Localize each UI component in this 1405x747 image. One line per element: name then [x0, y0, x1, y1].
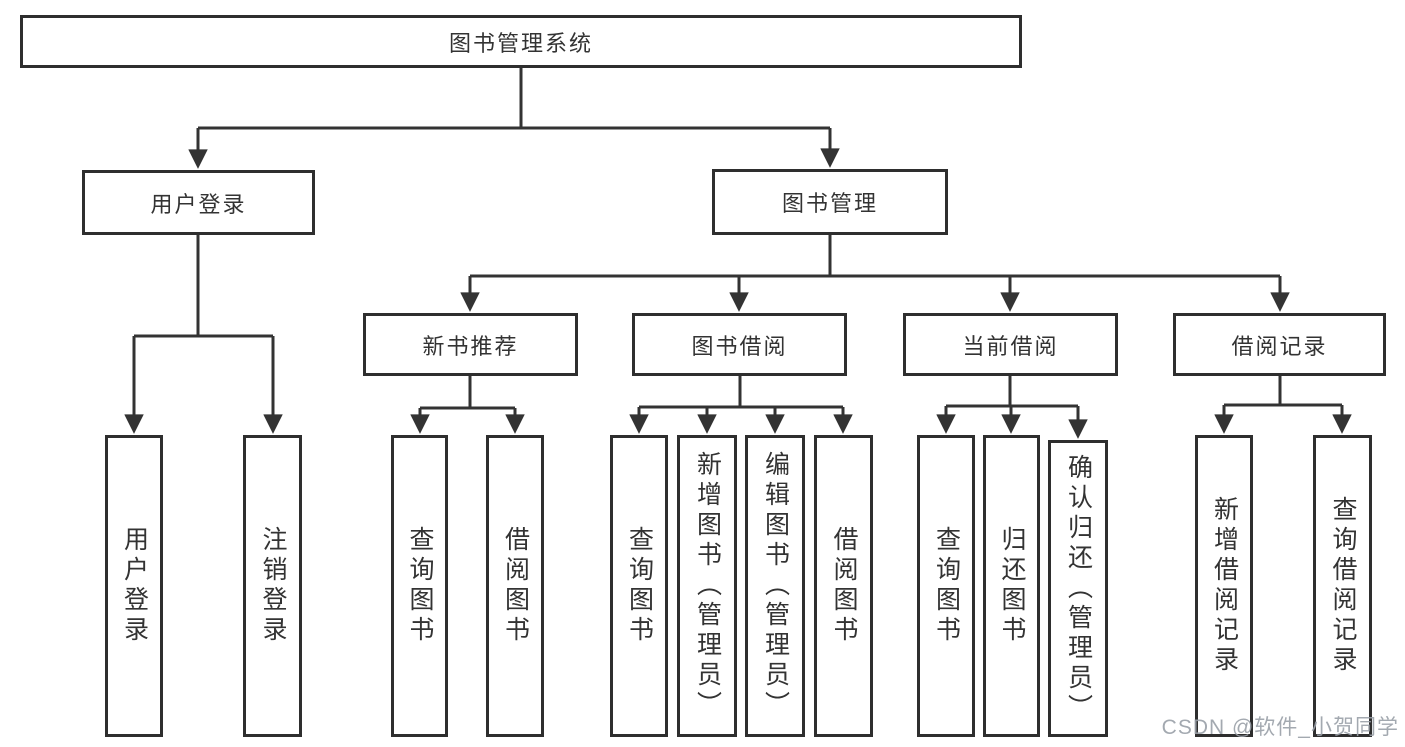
node-label: 新增借阅记录: [1210, 496, 1239, 676]
node-label: 新书推荐: [422, 333, 519, 359]
node-label: 图书借阅: [691, 333, 788, 359]
node-borrowing-records: 借阅记录: [1173, 313, 1386, 376]
node-label: 图书管理: [781, 191, 878, 216]
leaf-query-books: 查询图书: [917, 435, 975, 737]
node-label: 用户登录: [120, 526, 149, 646]
node-library-management-system: 图书管理系统: [20, 15, 1022, 68]
leaf-logout: 注销登录: [243, 435, 302, 737]
node-label: 借阅图书: [830, 526, 858, 646]
node-label: 编辑图书（管理员）: [761, 451, 790, 721]
leaf-borrow-books: 借阅图书: [486, 435, 544, 737]
watermark: CSDN @软件_小贺同学: [1161, 716, 1399, 739]
connector-root-to-level2: [188, 68, 840, 169]
leaf-add-borrowing-record: 新增借阅记录: [1195, 435, 1253, 737]
connector-new-book-branch: [410, 376, 525, 434]
leaf-add-book-admin: 新增图书（管理员）: [677, 435, 737, 737]
node-book-management: 图书管理: [712, 169, 948, 235]
leaf-query-borrowing-record: 查询借阅记录: [1313, 435, 1372, 737]
node-label: 借阅记录: [1231, 333, 1328, 359]
connector-borrow-record-branch: [1214, 376, 1352, 434]
leaf-borrow-books: 借阅图书: [814, 435, 873, 737]
node-new-book-recommendation: 新书推荐: [363, 313, 578, 376]
node-label: 注销登录: [259, 526, 287, 646]
node-label: 查询图书: [625, 526, 654, 646]
leaf-query-books: 查询图书: [391, 435, 448, 737]
connector-book-management-branch: [460, 235, 1290, 312]
leaf-confirm-return-admin: 确认归还（管理员）: [1048, 440, 1108, 737]
node-label: 归还图书: [998, 526, 1026, 646]
node-label: 确认归还（管理员）: [1064, 453, 1093, 724]
connector-book-borrow-branch: [629, 376, 853, 434]
node-label: 查询图书: [406, 526, 434, 646]
leaf-edit-book-admin: 编辑图书（管理员）: [745, 435, 805, 737]
node-label: 查询借阅记录: [1329, 496, 1357, 676]
node-label: 用户登录: [150, 191, 247, 217]
node-label: 新增图书（管理员）: [693, 451, 722, 721]
node-label: 借阅图书: [501, 526, 530, 646]
node-label: 当前借阅: [962, 333, 1059, 359]
node-book-borrowing: 图书借阅: [632, 313, 847, 376]
leaf-query-books: 查询图书: [610, 435, 668, 737]
leaf-user-login: 用户登录: [105, 435, 163, 737]
node-label: 图书管理系统: [448, 30, 593, 56]
connector-current-borrow-branch: [936, 376, 1088, 439]
leaf-return-books: 归还图书: [983, 435, 1040, 737]
connector-user-login-branch: [124, 235, 283, 434]
node-label: 查询图书: [932, 526, 961, 646]
node-current-borrowing: 当前借阅: [903, 313, 1118, 376]
node-user-login: 用户登录: [82, 170, 315, 235]
